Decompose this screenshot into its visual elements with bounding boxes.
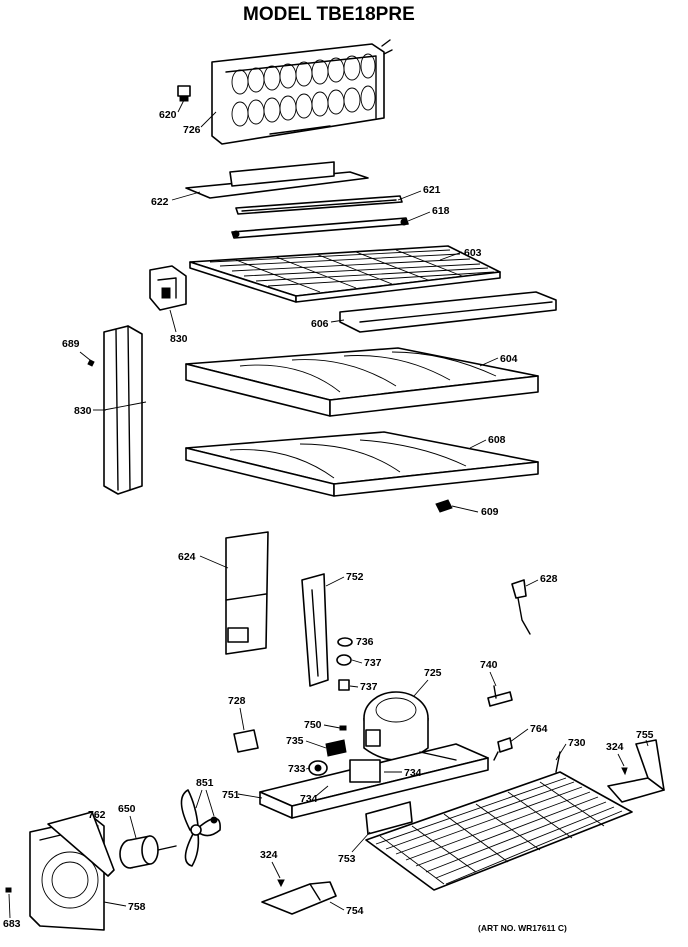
- label-650: 650: [118, 803, 136, 815]
- part-764: [493, 737, 513, 761]
- label-624: 624: [178, 551, 196, 563]
- model-title: MODEL TBE18PRE: [243, 4, 415, 25]
- label-733: 733: [288, 763, 306, 775]
- label-324-right: 324: [606, 741, 624, 753]
- part-728: [233, 729, 259, 753]
- label-689: 689: [62, 338, 80, 350]
- part-608: [185, 431, 539, 497]
- label-751: 751: [222, 789, 240, 801]
- part-618: [231, 217, 409, 239]
- part-737-upper: [336, 654, 352, 666]
- label-750: 750: [304, 719, 322, 731]
- label-628: 628: [540, 573, 558, 585]
- part-755: [607, 739, 665, 803]
- part-324-right: [621, 767, 628, 776]
- label-740: 740: [480, 659, 498, 671]
- label-683: 683: [3, 918, 21, 930]
- part-753: [365, 801, 413, 835]
- label-734-left: 734: [300, 793, 318, 805]
- label-737-upper: 737: [364, 657, 382, 669]
- part-754: [261, 881, 337, 915]
- label-618: 618: [432, 205, 450, 217]
- part-740: [487, 685, 513, 707]
- label-608: 608: [488, 434, 506, 446]
- part-683: [5, 887, 12, 893]
- label-752: 752: [346, 571, 364, 583]
- label-603: 603: [464, 247, 482, 259]
- compressor-725: [363, 691, 429, 761]
- part-830-damper: [149, 265, 187, 311]
- part-762: [47, 811, 115, 877]
- label-753: 753: [338, 853, 356, 865]
- part-735: [325, 739, 347, 757]
- label-730: 730: [568, 737, 586, 749]
- part-736: [337, 637, 353, 647]
- fan-motor-650: [119, 835, 177, 869]
- evaporator-coils: [231, 53, 376, 127]
- part-622: [185, 161, 369, 199]
- label-755: 755: [636, 729, 654, 741]
- art-number: (ART NO. WR17611 C): [478, 923, 567, 933]
- part-604: [185, 347, 539, 417]
- part-733: [308, 760, 328, 776]
- part-752: [301, 573, 329, 687]
- label-754: 754: [346, 905, 364, 917]
- label-725: 725: [424, 667, 442, 679]
- part-609: [435, 499, 453, 513]
- label-622: 622: [151, 196, 169, 208]
- part-620: [177, 85, 191, 102]
- label-758: 758: [128, 901, 146, 913]
- part-750: [339, 725, 347, 731]
- label-726: 726: [183, 124, 201, 136]
- label-762: 762: [88, 809, 106, 821]
- label-764: 764: [530, 723, 548, 735]
- label-830-top: 830: [170, 333, 188, 345]
- label-728: 728: [228, 695, 246, 707]
- part-324-bottom: [277, 879, 285, 888]
- label-609: 609: [481, 506, 499, 518]
- label-620: 620: [159, 109, 177, 121]
- label-621: 621: [423, 184, 441, 196]
- part-737-lower: [338, 679, 350, 691]
- label-324-bottom: 324: [260, 849, 278, 861]
- evaporator-726: [211, 39, 393, 145]
- part-621: [235, 195, 403, 215]
- part-606: [339, 291, 557, 333]
- label-604: 604: [500, 353, 518, 365]
- label-736: 736: [356, 636, 374, 648]
- label-734-right: 734: [404, 767, 422, 779]
- label-737-lower: 737: [360, 681, 378, 693]
- label-851: 851: [196, 777, 214, 789]
- part-603: [189, 245, 501, 303]
- fan-blade-851: [180, 789, 221, 867]
- label-830-bottom: 830: [74, 405, 92, 417]
- label-735: 735: [286, 735, 304, 747]
- condenser-730: [365, 751, 633, 891]
- part-624: [225, 531, 269, 655]
- part-628: [511, 579, 531, 635]
- label-606: 606: [311, 318, 329, 330]
- base-pan-751: [259, 743, 489, 819]
- part-830-duct: [103, 325, 147, 495]
